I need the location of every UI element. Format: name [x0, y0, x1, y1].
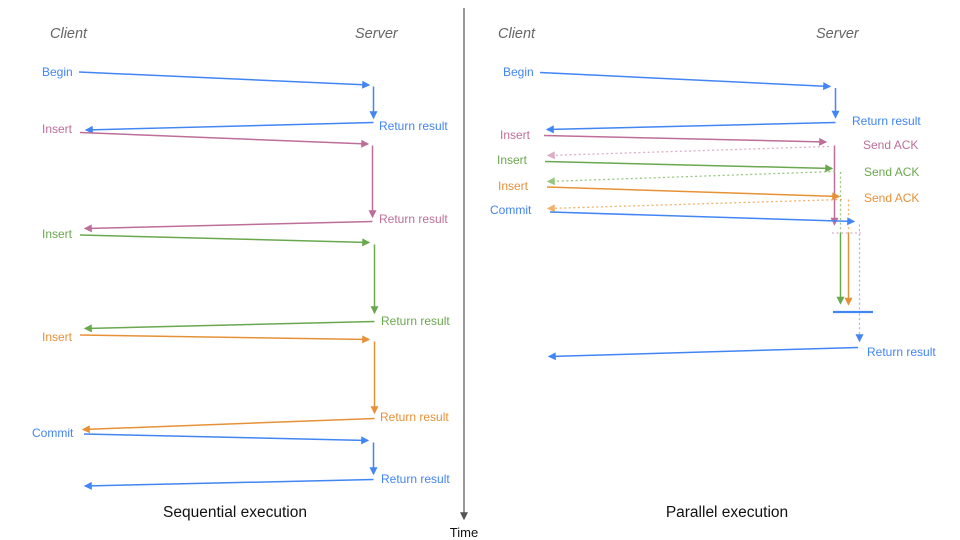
- parallel-panel: Client Server Begin Return result Insert…: [490, 26, 936, 521]
- seq-insert1-request-line: [79, 131, 370, 148]
- seq-commit-response-line: [83, 478, 374, 490]
- par-insert3-label: Insert: [498, 179, 529, 193]
- seq-begin-result-label: Return result: [379, 119, 448, 133]
- sequential-panel: Client Server Begin Return result Insert…: [32, 26, 450, 521]
- par-insert2-label: Insert: [497, 153, 528, 167]
- par-begin-response-line: [545, 121, 836, 134]
- seq-insert3-label: Insert: [42, 330, 73, 344]
- par-insert2-ack-line: [546, 170, 836, 186]
- par-insert2-request-line: [544, 160, 834, 173]
- seq-insert2-request-line: [79, 234, 371, 247]
- par-begin-request-line: [539, 71, 832, 91]
- seq-caption: Sequential execution: [163, 504, 307, 521]
- seq-insert1-result-label: Return result: [379, 212, 448, 226]
- seq-begin-label: Begin: [42, 65, 73, 79]
- par-insert3-request-line: [546, 186, 841, 201]
- par-insert1-ack-label: Send ACK: [863, 138, 918, 152]
- par-insert2-ack-label: Send ACK: [864, 165, 919, 179]
- seq-client-header: Client: [50, 26, 88, 42]
- time-axis-label: Time: [450, 525, 478, 540]
- par-caption: Parallel execution: [666, 504, 788, 521]
- seq-insert3-result-label: Return result: [380, 410, 449, 424]
- seq-insert2-response-line: [83, 320, 375, 333]
- seq-insert3-response-line: [81, 417, 375, 434]
- seq-server-header: Server: [355, 26, 399, 42]
- par-insert1-request-line: [543, 134, 828, 146]
- seq-commit-result-label: Return result: [381, 472, 450, 486]
- par-commit-label: Commit: [490, 203, 532, 217]
- par-insert3-ack-line: [546, 198, 843, 213]
- seq-commit-label: Commit: [32, 426, 74, 440]
- seq-insert2-label: Insert: [42, 227, 73, 241]
- par-server-header: Server: [816, 26, 860, 42]
- seq-insert1-response-line: [83, 220, 373, 233]
- par-begin-result-label: Return result: [852, 114, 921, 128]
- seq-begin-response-line: [84, 121, 374, 134]
- par-begin-label: Begin: [503, 65, 534, 79]
- par-insert1-ack-line: [546, 145, 830, 160]
- par-final-result-label: Return result: [867, 345, 936, 359]
- seq-commit-request-line: [83, 433, 370, 445]
- par-insert3-ack-label: Send ACK: [864, 191, 919, 205]
- seq-insert2-result-label: Return result: [381, 314, 450, 328]
- seq-insert3-request-line: [79, 334, 371, 344]
- seq-begin-request-line: [78, 71, 371, 89]
- time-axis: Time: [450, 8, 478, 540]
- par-commit-request-line: [549, 211, 856, 226]
- par-insert1-label: Insert: [500, 128, 531, 142]
- seq-insert1-label: Insert: [42, 122, 73, 136]
- par-client-header: Client: [498, 26, 536, 42]
- par-final-response-line: [547, 346, 859, 361]
